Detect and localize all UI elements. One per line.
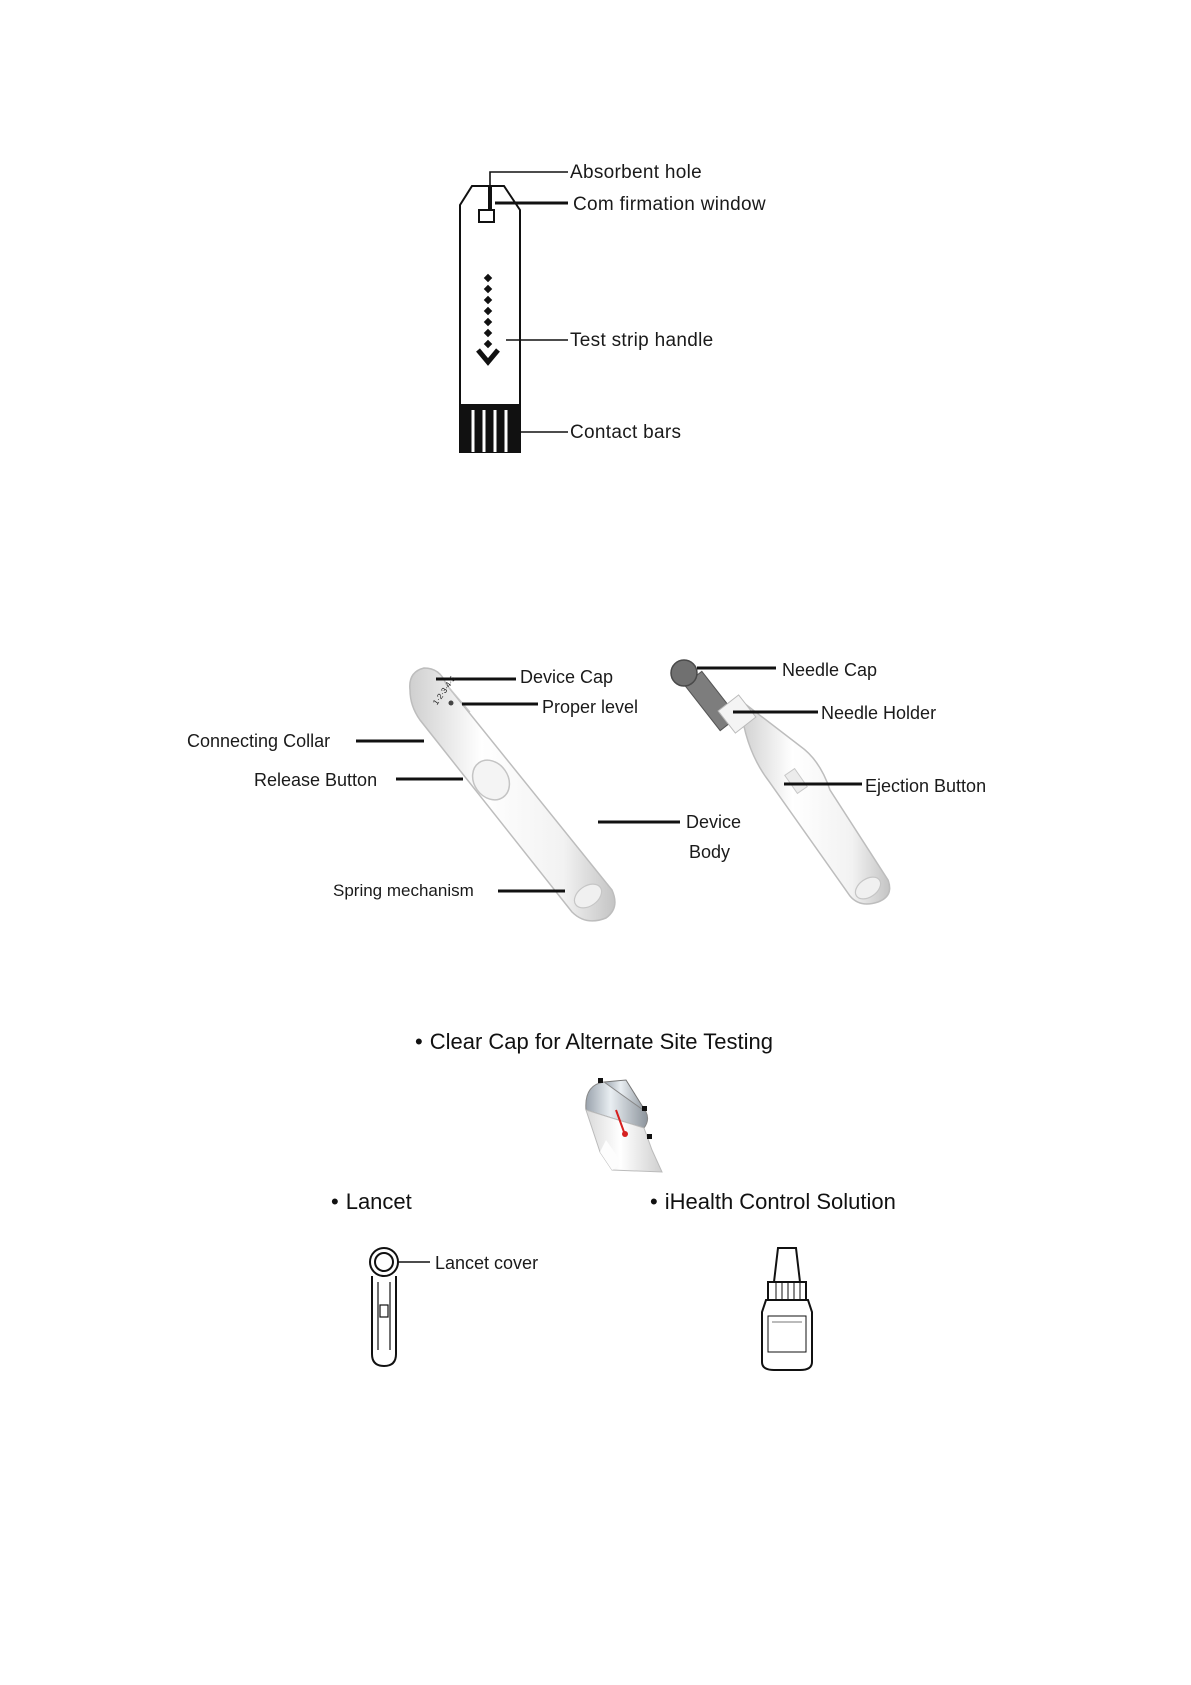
test-strip	[460, 172, 568, 452]
label-device-body-line1: Device	[686, 813, 741, 831]
label-absorbent-hole: Absorbent hole	[570, 163, 702, 182]
arrow-dots	[484, 274, 492, 348]
label-needle-cap: Needle Cap	[782, 661, 877, 679]
bullet-icon: •	[650, 1189, 658, 1214]
label-lancet-cover: Lancet cover	[435, 1254, 538, 1272]
label-test-strip-handle: Test strip handle	[570, 331, 713, 350]
label-proper-level: Proper level	[542, 698, 638, 716]
needle-cap-shape	[671, 660, 697, 686]
label-device-cap: Device Cap	[520, 668, 613, 686]
bullet-icon: •	[331, 1189, 339, 1214]
contact-bars-shape	[460, 405, 520, 452]
arrow-head	[478, 350, 498, 362]
label-confirmation-window: Com firmation window	[573, 195, 766, 214]
lancet	[370, 1248, 430, 1366]
title-lancet: •Lancet	[331, 1191, 412, 1213]
label-device-body-line2: Body	[689, 843, 730, 861]
label-needle-holder: Needle Holder	[821, 704, 936, 722]
confirmation-window-shape	[479, 210, 494, 222]
clear-cap	[586, 1078, 662, 1172]
title-clear-cap: •Clear Cap for Alternate Site Testing	[415, 1031, 773, 1053]
label-contact-bars: Contact bars	[570, 423, 681, 442]
label-ejection-button: Ejection Button	[865, 777, 986, 795]
label-connecting-collar: Connecting Collar	[187, 732, 330, 750]
lancing-device-open	[671, 660, 890, 904]
control-solution-bottle	[762, 1248, 812, 1370]
label-release-button: Release Button	[254, 771, 377, 789]
bullet-icon: •	[415, 1029, 423, 1054]
label-spring-mechanism: Spring mechanism	[333, 882, 474, 899]
title-control-solution: •iHealth Control Solution	[650, 1191, 896, 1213]
